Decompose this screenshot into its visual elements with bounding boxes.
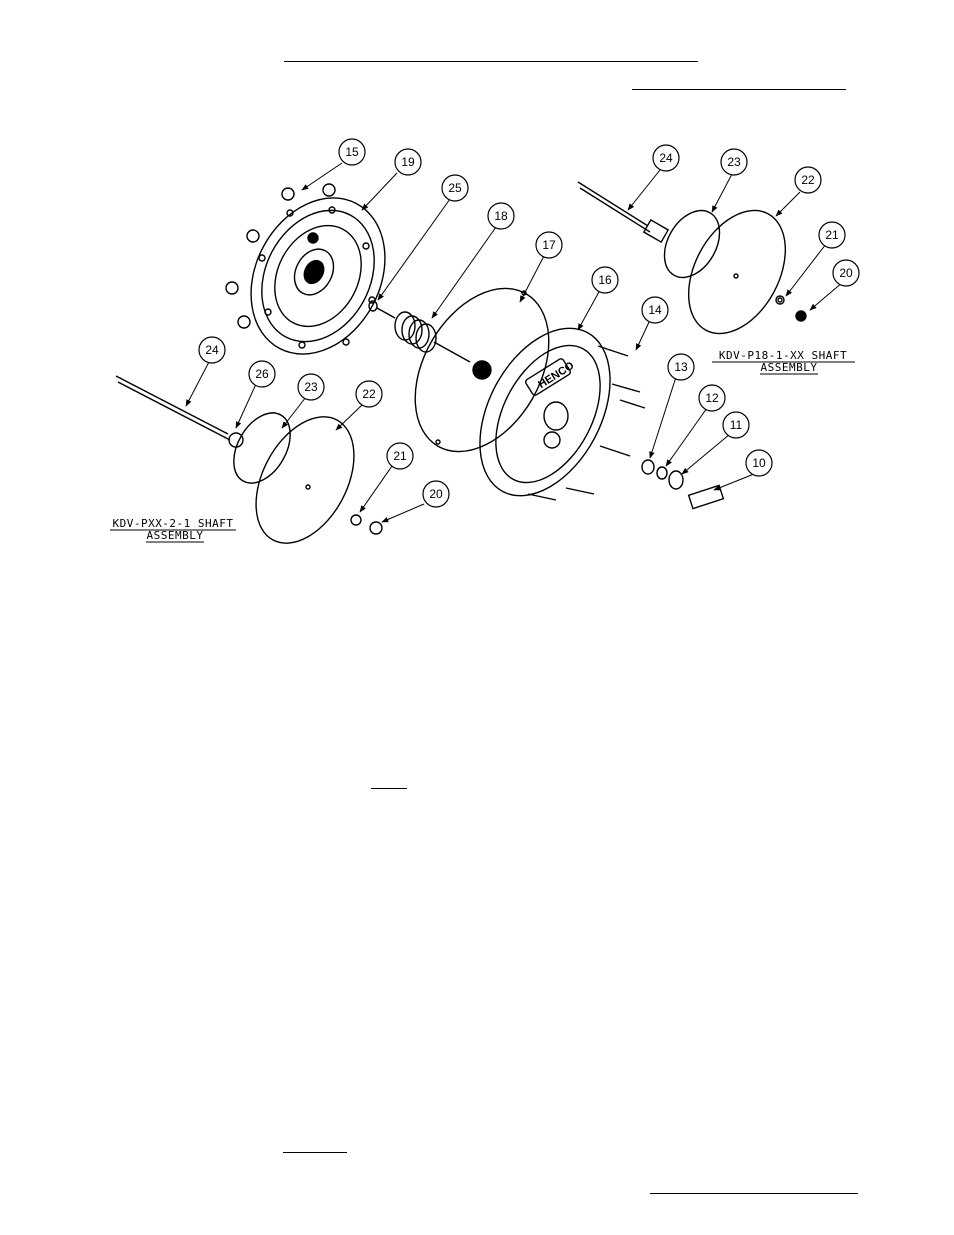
balloon-15: 15 xyxy=(338,138,366,166)
balloon-21-right-label: 21 xyxy=(825,228,839,242)
right-assembly-label-line2: ASSEMBLY xyxy=(761,361,818,374)
adjusting-screw-stack xyxy=(641,459,725,510)
balloon-14: 14 xyxy=(641,296,669,324)
balloon-15-label: 15 xyxy=(345,145,359,159)
balloon-22-left: 22 xyxy=(355,380,383,408)
balloon-25-label: 25 xyxy=(448,181,462,195)
balloon-23-left-label: 23 xyxy=(304,380,318,394)
housing-bolts xyxy=(527,345,646,501)
balloon-22-right-label: 22 xyxy=(801,173,815,187)
balloon-26: 26 xyxy=(248,360,276,388)
balloon-10-label: 10 xyxy=(752,456,766,470)
top-rule xyxy=(284,61,698,62)
balloon-18: 18 xyxy=(487,202,515,230)
balloon-17-label: 17 xyxy=(542,238,556,252)
top-right-rule xyxy=(632,89,846,90)
balloon-20-right-label: 20 xyxy=(839,266,853,280)
left-assembly-label-line2: ASSEMBLY xyxy=(147,529,204,542)
balloon-19-label: 19 xyxy=(401,155,415,169)
left-shaft-assembly xyxy=(115,375,383,544)
bottom-left-rule xyxy=(283,1152,347,1153)
balloon-25: 25 xyxy=(441,174,469,202)
balloon-20-left-label: 20 xyxy=(429,487,443,501)
upper-housing-flange xyxy=(250,197,386,355)
balloon-23-left: 23 xyxy=(297,373,325,401)
balloon-21-left: 21 xyxy=(386,442,414,470)
balloon-11: 11 xyxy=(722,411,750,439)
balloon-20-left: 20 xyxy=(422,480,450,508)
balloon-14-label: 14 xyxy=(648,303,662,317)
balloon-21-left-label: 21 xyxy=(393,449,407,463)
balloon-26-label: 26 xyxy=(255,367,269,381)
balloon-10: 10 xyxy=(745,449,773,477)
balloon-23-right: 23 xyxy=(720,148,748,176)
balloon-18-label: 18 xyxy=(494,209,508,223)
balloon-21-right: 21 xyxy=(818,221,846,249)
middle-short-rule xyxy=(371,788,407,789)
balloon-24-right: 24 xyxy=(652,144,680,172)
balloon-12: 12 xyxy=(698,384,726,412)
balloon-12-label: 12 xyxy=(705,391,719,405)
lower-housing-flange xyxy=(479,327,611,497)
left-assembly-label-line1: KDV-PXX-2-1 SHAFT xyxy=(112,517,233,530)
bottom-right-rule xyxy=(650,1193,858,1194)
balloon-16: 16 xyxy=(591,266,619,294)
balloon-24-left: 24 xyxy=(198,336,226,364)
large-diaphragm xyxy=(414,287,550,453)
leader-lines xyxy=(185,162,844,523)
balloon-24-right-label: 24 xyxy=(659,151,673,165)
balloon-22-left-label: 22 xyxy=(362,387,376,401)
balloon-17: 17 xyxy=(535,231,563,259)
balloon-13-label: 13 xyxy=(674,360,688,374)
balloon-11-label: 11 xyxy=(730,418,743,432)
washer-and-spring xyxy=(368,300,471,363)
balloon-20-right: 20 xyxy=(832,259,860,287)
right-assembly-label-line1: KDV-P18-1-XX SHAFT xyxy=(719,349,847,362)
brand-logo: HENCO xyxy=(536,360,576,391)
balloon-19: 19 xyxy=(394,148,422,176)
balloon-23-right-label: 23 xyxy=(727,155,741,169)
hex-nuts xyxy=(225,183,336,329)
balloon-13: 13 xyxy=(667,353,695,381)
balloon-22-right: 22 xyxy=(794,166,822,194)
balloon-24-left-label: 24 xyxy=(205,343,219,357)
balloon-16-label: 16 xyxy=(598,273,612,287)
right-shaft-assembly xyxy=(577,181,807,335)
